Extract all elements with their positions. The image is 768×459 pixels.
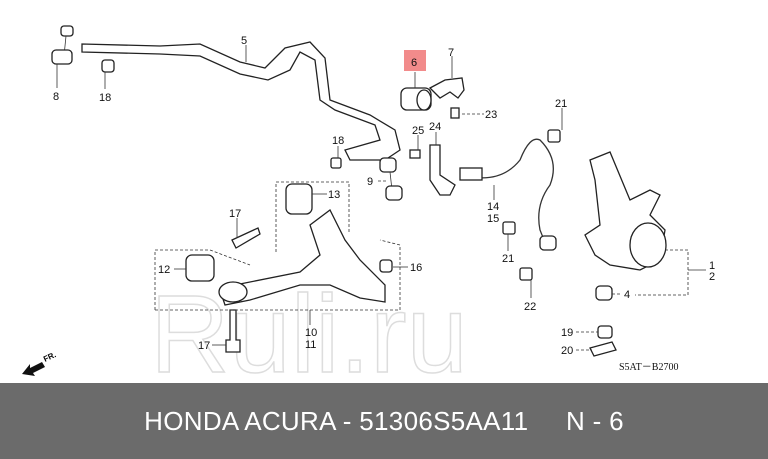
front-direction-arrow-icon: FR. (22, 350, 58, 376)
bolt (519, 267, 533, 281)
callout-14[interactable]: 14 (487, 201, 499, 213)
callout-18[interactable]: 18 (99, 92, 111, 104)
bolt (547, 129, 561, 143)
callout-11[interactable]: 11 (305, 339, 316, 351)
dust-boot (595, 285, 613, 301)
front-label: FR. (42, 350, 57, 364)
group-outline (154, 249, 251, 310)
callout-17[interactable]: 17 (198, 340, 210, 352)
callout-22[interactable]: 22 (524, 301, 536, 313)
arm-bushing-front (185, 254, 215, 282)
callout-15[interactable]: 15 (487, 213, 499, 225)
callout-21[interactable]: 21 (555, 98, 567, 110)
callout-5[interactable]: 5 (241, 35, 247, 47)
nut (330, 157, 342, 169)
group-outline (275, 181, 350, 252)
callout-19[interactable]: 19 (561, 327, 573, 339)
group-outline (155, 239, 401, 311)
bolt (231, 227, 261, 249)
callout-17[interactable]: 17 (229, 208, 241, 220)
diagram-code: S5AT－B2700 (619, 362, 678, 373)
callout-7[interactable]: 7 (448, 47, 454, 59)
bushing-bore (416, 89, 432, 111)
callout-4[interactable]: 4 (624, 289, 630, 301)
watermark: Ruli.ru (150, 273, 468, 383)
group-outline (635, 249, 689, 296)
bracket (429, 144, 456, 196)
footer-bar: HONDA ACURA - 51306S5AA11 N - 6 (0, 383, 768, 459)
callout-9[interactable]: 9 (367, 176, 373, 188)
callout-8[interactable]: 8 (53, 91, 59, 103)
part-title: HONDA ACURA - 51306S5AA11 N - 6 (144, 405, 624, 436)
connector (459, 167, 483, 181)
bolt (409, 149, 421, 159)
callout-6[interactable]: 6 (411, 57, 417, 69)
washer (589, 341, 617, 357)
lower-control-arm (219, 209, 386, 306)
callout-2[interactable]: 2 (709, 271, 715, 283)
leader-lines (56, 45, 706, 351)
bolt (502, 221, 516, 235)
nut (101, 59, 115, 73)
compliance-bushing (285, 183, 313, 215)
abs-sensor (539, 235, 557, 251)
stabilizer-link (51, 25, 74, 65)
highlighted-part-marker (404, 50, 426, 71)
callout-10[interactable]: 10 (305, 327, 317, 339)
stabilizer-link-right (379, 157, 403, 201)
arm-bushing (218, 281, 248, 303)
callout-18[interactable]: 18 (332, 135, 344, 147)
callout-16[interactable]: 16 (410, 262, 422, 274)
nut (379, 259, 393, 273)
bushing-holder (428, 77, 465, 99)
callout-13[interactable]: 13 (328, 189, 340, 201)
callout-21[interactable]: 21 (502, 253, 514, 265)
abs-sensor-wire (461, 138, 554, 251)
callout-24[interactable]: 24 (429, 121, 441, 133)
callout-23[interactable]: 23 (485, 109, 497, 121)
stabilizer-bar (81, 41, 401, 161)
parts-diagram: Ruli.ru (22, 25, 715, 383)
callout-20[interactable]: 20 (561, 345, 573, 357)
callout-25[interactable]: 25 (412, 125, 424, 137)
bolt (450, 107, 460, 119)
hub-bore (629, 222, 667, 268)
callout-12[interactable]: 12 (158, 264, 170, 276)
cap (597, 325, 613, 339)
callout-1[interactable]: 1 (709, 260, 715, 272)
bolt (225, 309, 241, 353)
